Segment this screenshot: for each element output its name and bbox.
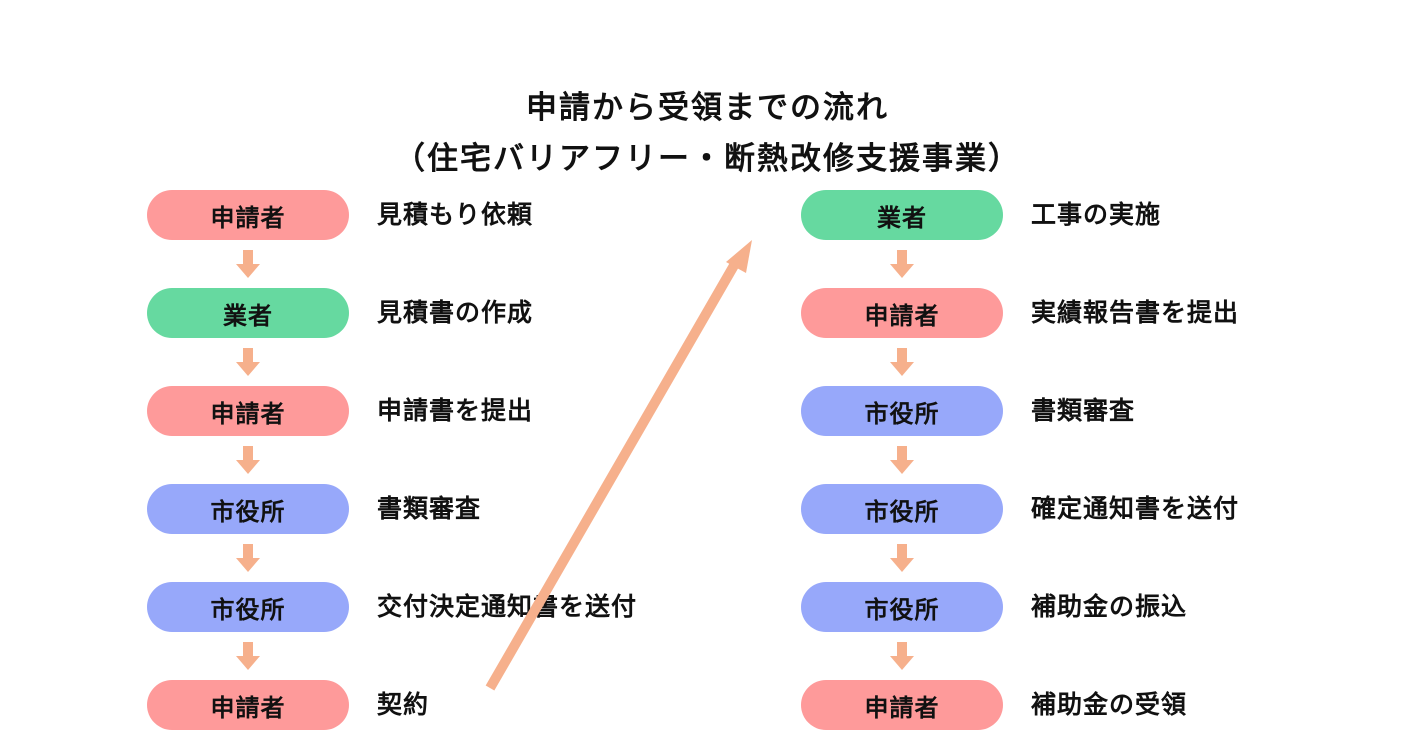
step-description: 確定通知書を送付: [1031, 494, 1240, 523]
step-description: 申請書を提出: [377, 396, 534, 425]
actor-badge: 市役所: [801, 484, 1003, 534]
actor-badge: 申請者: [147, 190, 349, 240]
down-arrow-icon: [236, 250, 260, 278]
flow-step: 申請者 契約: [147, 680, 747, 730]
flow-step: 業者 工事の実施: [801, 190, 1401, 240]
step-description: 交付決定通知書を送付: [377, 592, 638, 621]
actor-badge: 申請者: [147, 680, 349, 730]
diagram-title: 申請から受領までの流れ: [526, 90, 889, 126]
down-arrow-icon: [236, 446, 260, 474]
flow-step: 市役所 確定通知書を送付: [801, 484, 1401, 534]
down-arrow-icon: [890, 348, 914, 376]
down-arrow-icon: [890, 250, 914, 278]
step-description: 書類審査: [377, 494, 482, 523]
step-description: 実績報告書を提出: [1031, 298, 1240, 327]
step-description: 契約: [377, 690, 430, 719]
step-description: 補助金の受領: [1031, 690, 1188, 719]
step-description: 補助金の振込: [1031, 592, 1188, 621]
down-arrow-icon: [890, 642, 914, 670]
step-description: 見積もり依頼: [377, 200, 534, 229]
down-arrow-icon: [890, 544, 914, 572]
actor-badge: 業者: [801, 190, 1003, 240]
flow-step: 申請者 補助金の受領: [801, 680, 1401, 730]
flow-step: 市役所 補助金の振込: [801, 582, 1401, 632]
actor-badge: 市役所: [147, 582, 349, 632]
actor-badge: 申請者: [147, 386, 349, 436]
down-arrow-icon: [236, 642, 260, 670]
actor-badge: 市役所: [801, 386, 1003, 436]
step-description: 書類審査: [1031, 396, 1136, 425]
step-description: 見積書の作成: [377, 298, 534, 327]
actor-badge: 申請者: [801, 680, 1003, 730]
down-arrow-icon: [236, 544, 260, 572]
step-description: 工事の実施: [1031, 200, 1162, 229]
flow-step: 申請者 見積もり依頼: [147, 190, 747, 240]
diagram-subtitle: （住宅バリアフリー・断熱改修支援事業）: [394, 141, 1021, 177]
down-arrow-icon: [236, 348, 260, 376]
actor-badge: 市役所: [147, 484, 349, 534]
actor-badge: 業者: [147, 288, 349, 338]
flow-step: 業者 見積書の作成: [147, 288, 747, 338]
flow-step: 市役所 書類審査: [801, 386, 1401, 436]
down-arrow-icon: [890, 446, 914, 474]
flow-step: 市役所 書類審査: [147, 484, 747, 534]
actor-badge: 申請者: [801, 288, 1003, 338]
flow-step: 申請者 申請書を提出: [147, 386, 747, 436]
flow-step: 申請者 実績報告書を提出: [801, 288, 1401, 338]
flow-step: 市役所 交付決定通知書を送付: [147, 582, 747, 632]
actor-badge: 市役所: [801, 582, 1003, 632]
